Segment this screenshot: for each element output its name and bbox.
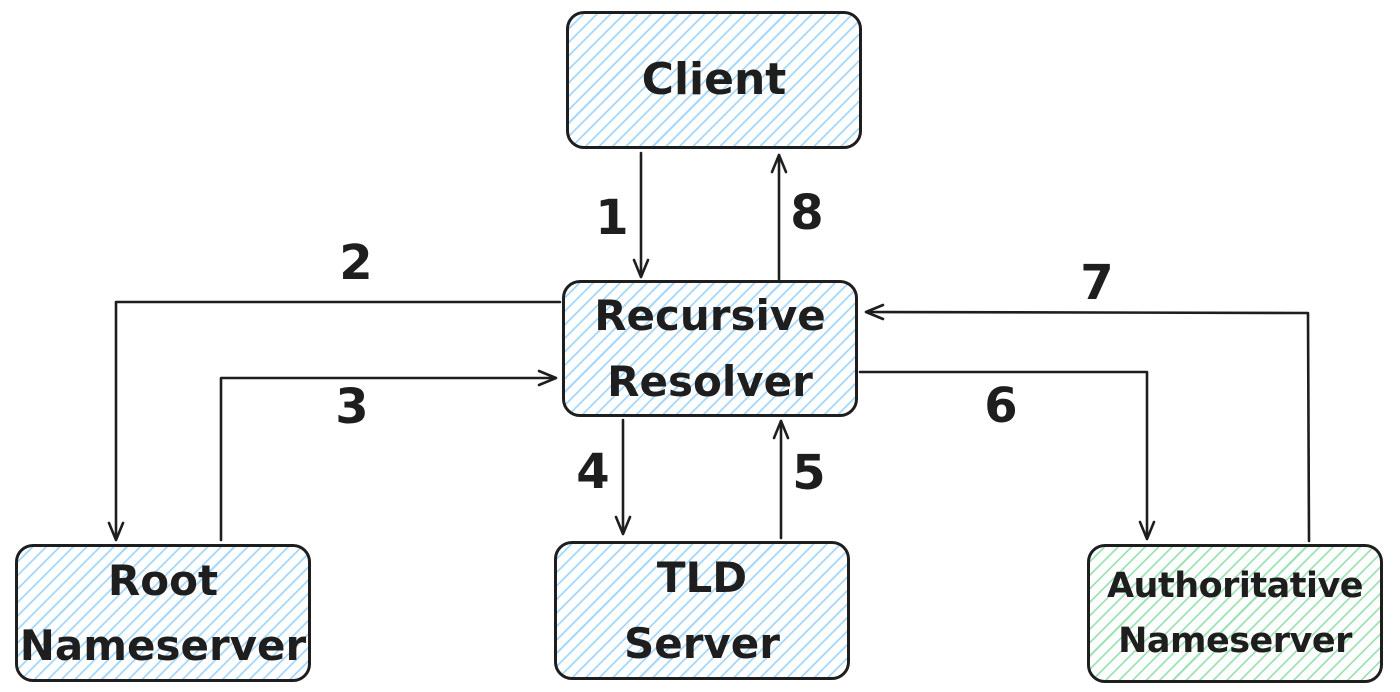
node-root-nameserver: Root Nameserver <box>15 544 311 682</box>
edge-label-6: 6 <box>984 378 1018 434</box>
node-root-nameserver-label-line2: Nameserver <box>19 621 307 670</box>
node-authoritative-nameserver-label-line1: Authoritative <box>1106 566 1364 607</box>
node-tld-server: TLD Server <box>554 541 850 680</box>
arrow-tld-to-resolver <box>772 419 790 540</box>
edge-label-7: 7 <box>1080 255 1114 311</box>
arrow-authoritative-to-resolver <box>864 303 1311 543</box>
arrow-root-to-resolver <box>219 369 558 542</box>
edge-label-4: 4 <box>576 444 610 500</box>
node-authoritative-nameserver-label-line2: Nameserver <box>1118 620 1352 661</box>
edge-label-1: 1 <box>595 190 629 246</box>
arrow-client-to-resolver <box>632 151 650 279</box>
arrow-resolver-to-client <box>770 153 788 281</box>
node-authoritative-nameserver: Authoritative Nameserver <box>1087 544 1383 683</box>
node-root-nameserver-label-line1: Root <box>107 555 219 605</box>
edge-label-3: 3 <box>335 379 369 435</box>
node-tld-server-label-line2: Server <box>623 618 781 668</box>
node-recursive-resolver-label-line2: Resolver <box>607 356 813 406</box>
node-recursive-resolver-label-line1: Recursive <box>594 291 826 341</box>
edge-label-8: 8 <box>790 185 824 241</box>
node-recursive-resolver: Recursive Resolver <box>562 280 858 417</box>
node-client-label: Client <box>641 53 787 105</box>
edge-label-5: 5 <box>792 445 826 501</box>
edge-label-2: 2 <box>339 235 373 291</box>
arrow-resolver-to-tld <box>614 418 632 536</box>
node-tld-server-label-line1: TLD <box>656 553 748 603</box>
node-client: Client <box>566 11 862 149</box>
